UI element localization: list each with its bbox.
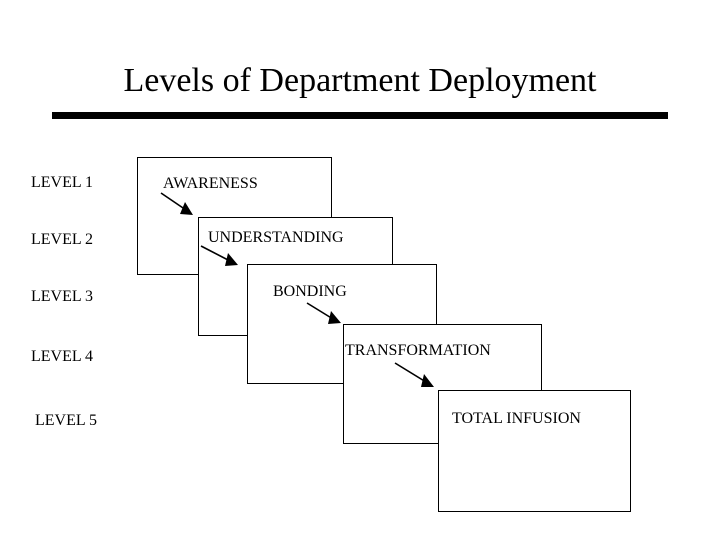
arrow-understanding-to-bonding-icon (200, 245, 238, 266)
level-label-5: LEVEL 5 (35, 412, 98, 429)
stage-label-total-infusion: TOTAL INFUSION (452, 410, 581, 427)
page-title: Levels of Department Deployment (123, 62, 597, 99)
stage-box-total-infusion[interactable] (438, 390, 631, 512)
stage-label-transformation: TRANSFORMATION (345, 342, 491, 359)
arrow-transformation-to-total-infusion-icon (394, 362, 434, 387)
arrow-awareness-to-understanding-icon (160, 192, 193, 215)
level-label-1: LEVEL 1 (31, 174, 94, 191)
stage-label-awareness: AWARENESS (163, 175, 258, 192)
arrow-bonding-to-transformation-icon (306, 302, 341, 324)
title-divider (52, 112, 668, 119)
level-label-2: LEVEL 2 (31, 231, 94, 248)
stage-label-bonding: BONDING (273, 283, 347, 300)
stage-label-understanding: UNDERSTANDING (208, 229, 344, 246)
level-label-4: LEVEL 4 (31, 348, 94, 365)
level-label-3: LEVEL 3 (31, 288, 94, 305)
